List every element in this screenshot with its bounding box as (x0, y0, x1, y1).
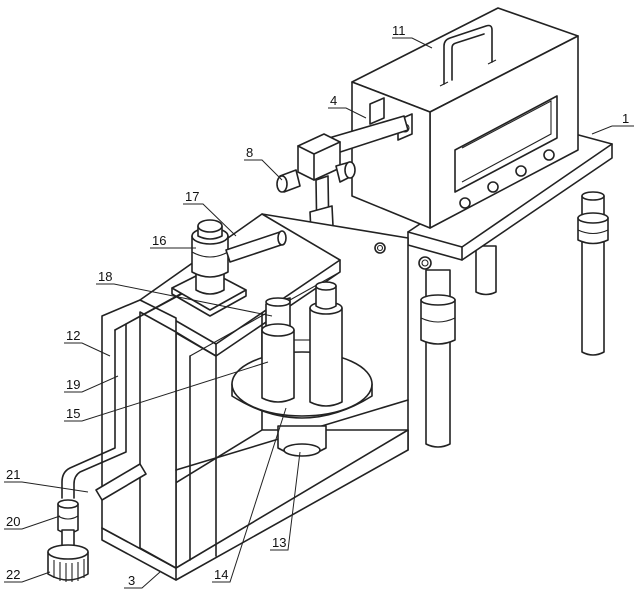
label-4: 4 (330, 93, 337, 108)
label-22: 22 (6, 567, 20, 582)
label-19: 19 (66, 377, 80, 392)
label-18: 18 (98, 269, 112, 284)
sample-tray (231, 281, 373, 457)
label-15: 15 (66, 406, 80, 421)
label-12: 12 (66, 328, 80, 343)
label-11: 11 (392, 23, 406, 38)
table-legs (420, 191, 609, 448)
label-14: 14 (214, 567, 228, 582)
label-16: 16 (152, 233, 166, 248)
label-13: 13 (272, 535, 286, 550)
label-20: 20 (6, 514, 20, 529)
label-17: 17 (185, 189, 199, 204)
pipe-system (47, 279, 207, 582)
pump-assembly (171, 219, 287, 317)
leader-lines (4, 37, 634, 589)
label-3: 3 (128, 573, 135, 588)
label-8: 8 (246, 145, 253, 160)
label-21: 21 (6, 467, 20, 482)
label-1: 1 (622, 111, 629, 126)
part-labels: 1 11 4 8 17 16 18 12 19 15 21 20 22 3 14… (6, 23, 629, 588)
